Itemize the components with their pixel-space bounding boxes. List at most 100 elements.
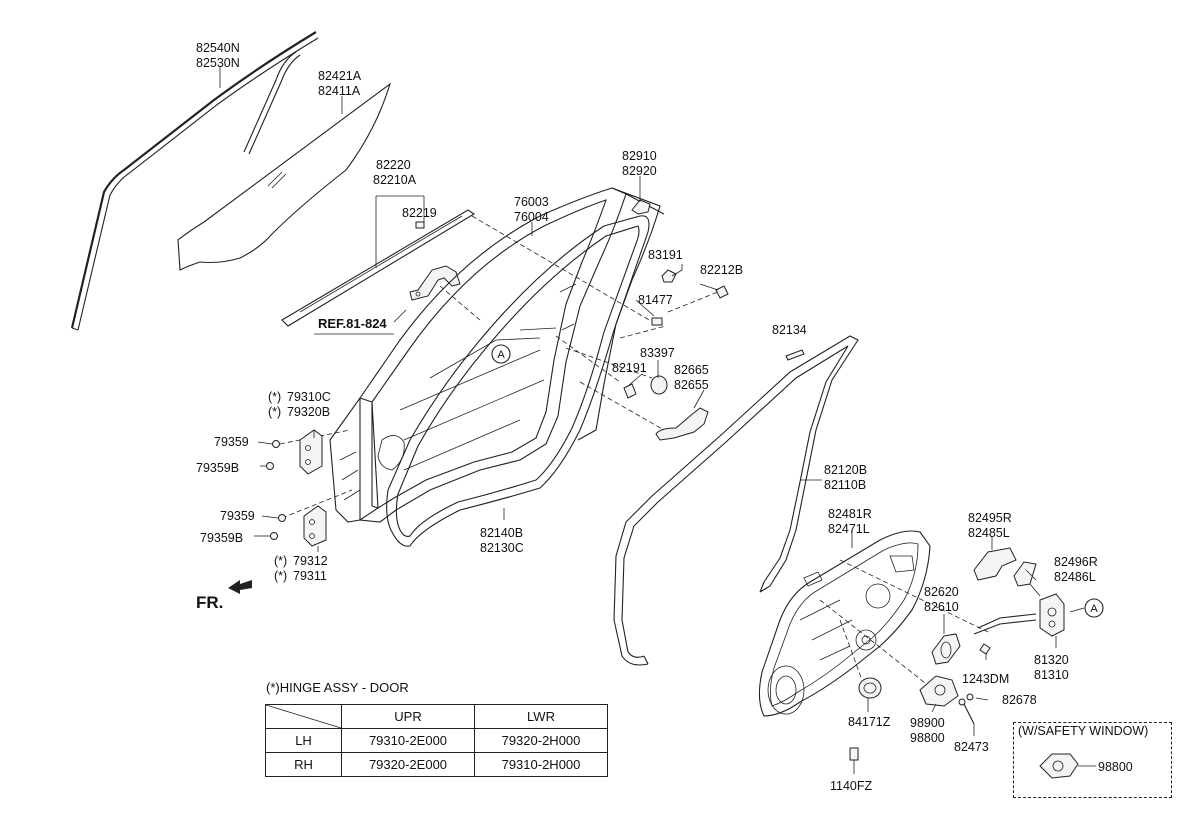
label-82540N: 82540N <box>196 41 240 55</box>
grommet-83397 <box>650 375 668 395</box>
table-cell-lwr: 79320-2H000 <box>474 728 608 753</box>
bolt-1140FZ <box>849 747 859 761</box>
corner-bracket-82910 <box>631 199 651 215</box>
label-82134: 82134 <box>772 323 807 337</box>
screw-1243DM <box>979 643 991 655</box>
label-82620: 82620 <box>924 585 959 599</box>
callout-a-left: A <box>491 344 511 364</box>
label-82485L: 82485L <box>968 526 1010 540</box>
lock-bracket-82496R <box>1013 561 1041 597</box>
label-82665: 82665 <box>674 363 709 377</box>
table-cell-side: RH <box>265 752 342 777</box>
label-82471L: 82471L <box>828 522 870 536</box>
table-cell-upr: 79320-2E000 <box>341 752 475 777</box>
lock-bracket-82495R <box>973 547 1017 581</box>
label-82495R: 82495R <box>968 511 1012 525</box>
handle-bracket <box>409 265 461 301</box>
hinge-assy-table: UPR LWR LH 79310-2E000 79320-2H000 RH 79… <box>265 704 608 777</box>
glass-run-outer-channel <box>70 31 319 331</box>
safety-window-module <box>1039 753 1096 779</box>
safety-window-box: (W/SAFETY WINDOW) 98800 <box>1013 722 1172 798</box>
reference-dashes <box>279 215 989 691</box>
label-82530N: 82530N <box>196 56 240 70</box>
label-76003: 76003 <box>514 195 549 209</box>
label-82191: 82191 <box>612 361 647 375</box>
label-82210A: 82210A <box>373 173 417 187</box>
safety-window-part-number: 98800 <box>1098 760 1133 774</box>
label-79359-lower: 79359 <box>220 509 255 523</box>
bolt-82473 <box>958 698 975 725</box>
table-header-lwr: LWR <box>474 704 608 729</box>
label-82610: 82610 <box>924 600 959 614</box>
table-row: LH 79310-2E000 79320-2H000 <box>265 728 608 753</box>
motor-98900 <box>919 675 959 707</box>
bolts <box>266 440 286 540</box>
table-cell-lwr: 79310-2H000 <box>474 752 608 777</box>
label-82486L: 82486L <box>1054 570 1096 584</box>
front-direction-indicator: FR. <box>196 580 252 612</box>
label-79312: 79312 <box>293 554 328 568</box>
stopper-82191 <box>623 383 637 399</box>
label-82481R: 82481R <box>828 507 872 521</box>
label-star-4: (*) <box>274 569 287 583</box>
label-98800: 98800 <box>910 731 945 745</box>
label-81320: 81320 <box>1034 653 1069 667</box>
handle-82665 <box>655 407 709 441</box>
label-82130C: 82130C <box>480 541 524 555</box>
label-82411A: 82411A <box>318 84 361 98</box>
label-82496R: 82496R <box>1054 555 1098 569</box>
label-82120B: 82120B <box>824 463 867 477</box>
door-module-panel <box>758 530 931 717</box>
part-labels: 82540N 82530N 82421A 82411A 82220 82210A… <box>196 41 1098 793</box>
door-latch-81320 <box>1039 593 1065 637</box>
callout-a-right: A <box>1084 598 1104 618</box>
table-header-upr: UPR <box>341 704 475 729</box>
glass-run-inner-strip <box>243 51 301 155</box>
callout-a-left-text: A <box>497 349 505 361</box>
clip-83191 <box>661 269 677 283</box>
label-82655: 82655 <box>674 378 709 392</box>
body-side-weatherstrip <box>613 335 859 666</box>
label-star-1: (*) <box>268 390 281 404</box>
label-leaders <box>219 66 1085 774</box>
screw-82678 <box>966 693 974 701</box>
label-82678: 82678 <box>1002 693 1037 707</box>
label-98900: 98900 <box>910 716 945 730</box>
upper-hinge <box>299 429 323 475</box>
label-79359B-upper: 79359B <box>196 461 239 475</box>
label-1140FZ: 1140FZ <box>830 779 873 793</box>
safety-window-title: (W/SAFETY WINDOW) <box>1018 724 1149 738</box>
label-79359-upper: 79359 <box>214 435 249 449</box>
clip-82212B <box>715 285 729 299</box>
label-79359B-lower: 79359B <box>200 531 243 545</box>
label-82920: 82920 <box>622 164 657 178</box>
label-82140B: 82140B <box>480 526 523 540</box>
trim-82134 <box>785 349 805 361</box>
label-79320B: 79320B <box>287 405 330 419</box>
label-83397: 83397 <box>640 346 675 360</box>
label-83191: 83191 <box>648 248 683 262</box>
label-82473: 82473 <box>954 740 989 754</box>
hinge-table-caption: (*)HINGE ASSY - DOOR <box>266 680 409 695</box>
plug-84171Z <box>858 677 882 699</box>
callout-a-right-text: A <box>1090 603 1098 615</box>
label-star-2: (*) <box>268 405 281 419</box>
label-1243DM: 1243DM <box>962 672 1009 686</box>
label-82910: 82910 <box>622 149 657 163</box>
table-cell-side: LH <box>265 728 342 753</box>
front-label: FR. <box>196 593 223 612</box>
table-corner-cell <box>265 704 342 729</box>
door-frame <box>329 187 665 523</box>
label-82220: 82220 <box>376 158 411 172</box>
belt-weatherstrip <box>281 209 476 327</box>
front-arrow-icon <box>228 580 252 594</box>
table-row: RH 79320-2E000 79310-2H000 <box>265 752 608 777</box>
reference-label: REF.81-824 <box>318 316 387 331</box>
label-84171Z: 84171Z <box>848 715 891 729</box>
table-cell-upr: 79310-2E000 <box>341 728 475 753</box>
inside-handle-82620 <box>931 633 961 665</box>
label-81310: 81310 <box>1034 668 1069 682</box>
lower-hinge <box>303 505 327 547</box>
